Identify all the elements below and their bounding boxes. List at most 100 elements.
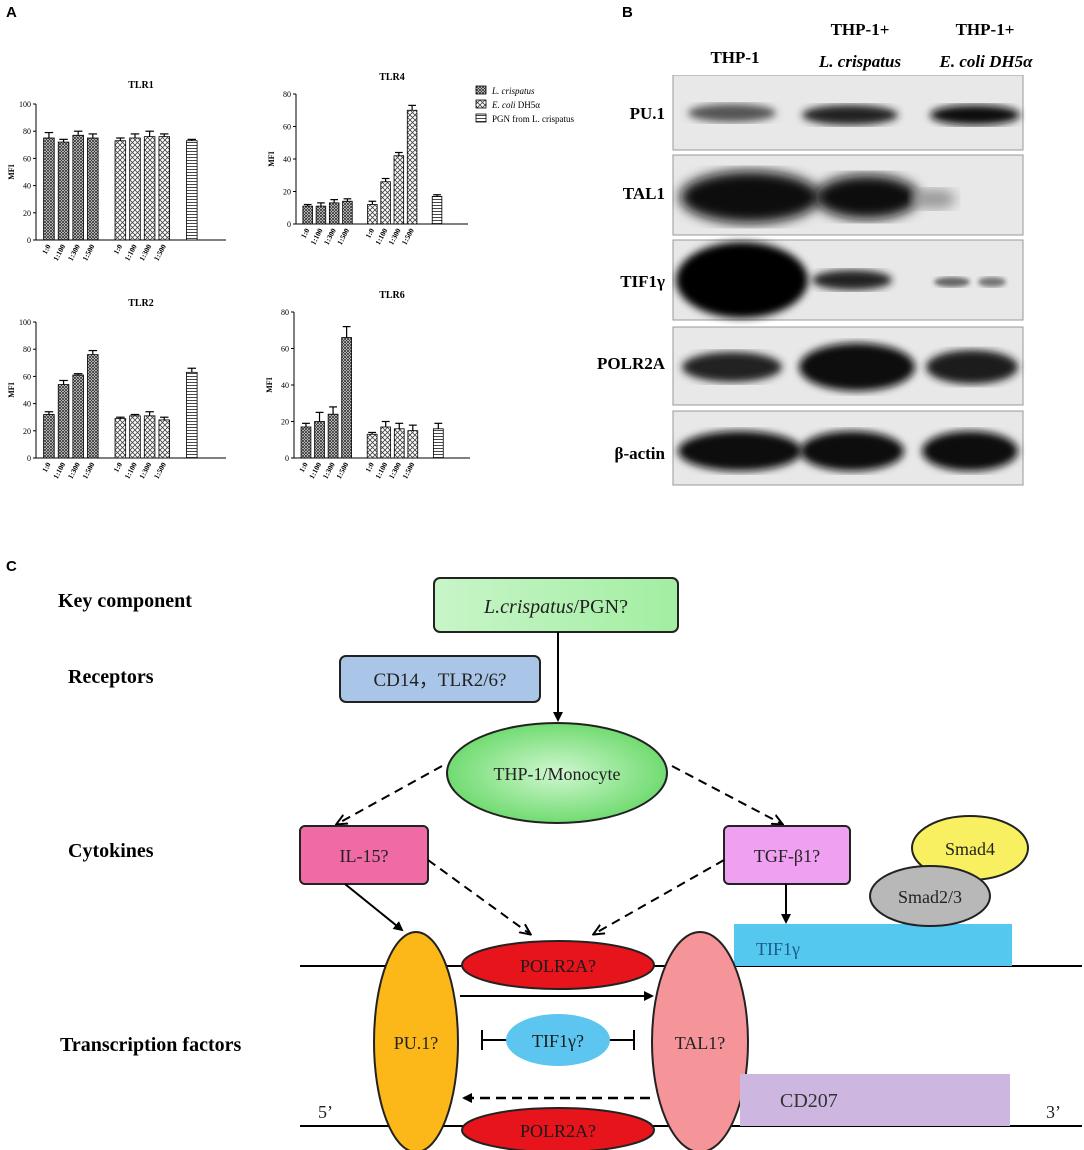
cd207-text: CD207 [780, 1090, 838, 1112]
pu1-ellipse [373, 931, 459, 1150]
bar [431, 195, 443, 225]
y-tick-label: 0 [287, 220, 291, 229]
legend-label-e-coli: E. coli DH5α [491, 100, 540, 110]
bar [129, 415, 141, 459]
y-tick-label: 100 [19, 100, 31, 109]
bar [393, 155, 405, 225]
level-transcription-factors: Transcription factors [60, 1034, 242, 1056]
bar [87, 137, 99, 241]
x-tick-label: 1:300 [66, 460, 82, 480]
bar [302, 205, 313, 225]
blot-strip-actin [672, 410, 1024, 486]
band-polr2a-thp1 [682, 352, 782, 382]
tif1g-ellipse [506, 1014, 610, 1066]
x-tick-label: 1:500 [335, 226, 351, 246]
tal1-text: TAL1? [675, 1033, 726, 1053]
y-tick-label: 40 [23, 182, 31, 191]
x-tick-label: 1:0 [363, 460, 376, 473]
x-tick-label: 1:100 [123, 460, 139, 480]
bar [432, 428, 444, 459]
tif1g-gene-text: TIF1γ [756, 939, 800, 959]
blot-row-tal1-label: TAL1 [622, 184, 665, 203]
y-tick-label: 60 [283, 123, 291, 132]
bar [300, 426, 312, 459]
polr2a-bottom-text: POLR2A? [520, 1121, 596, 1141]
bar [393, 428, 405, 459]
chart-title: TLR4 [379, 72, 405, 83]
band-tif1g-lcrispatus [812, 270, 892, 290]
x-tick-label: 1:300 [137, 460, 153, 480]
il15-text: IL-15? [340, 846, 389, 866]
smad4-text: Smad4 [945, 839, 995, 859]
y-tick-label: 60 [281, 345, 289, 354]
level-key-component: Key component [58, 590, 192, 612]
y-axis-label: MFI [267, 151, 276, 167]
y-tick-label: 80 [23, 345, 31, 354]
y-tick-label: 20 [281, 418, 289, 427]
blot-row-polr2a-label: POLR2A [597, 354, 665, 373]
tif1g-gene-bar [734, 924, 1012, 966]
receptor-box [339, 655, 541, 703]
cell-text: THP-1/Monocyte [494, 764, 621, 784]
tal1-ellipse [651, 931, 749, 1150]
bar [72, 374, 84, 459]
x-tick-label: 1:300 [137, 242, 153, 262]
key-component-box [433, 577, 679, 633]
bar [57, 141, 70, 241]
y-tick-label: 40 [281, 381, 289, 390]
band-actin-thp1 [678, 431, 802, 471]
blot-strip-pu1 [672, 75, 1024, 151]
band-actin-lcrispatus [800, 431, 904, 471]
y-axis-label: MFI [7, 164, 16, 180]
bar [328, 202, 340, 225]
x-tick-label: 1:300 [66, 242, 82, 262]
bar [407, 430, 419, 459]
band-pu1-lcrispatus [802, 105, 898, 125]
y-axis-label: MFI [265, 377, 274, 393]
band-pu1-ecoli [930, 105, 1020, 125]
bar [87, 354, 99, 459]
band-tif1g-ecoli-1 [934, 277, 970, 287]
x-tick-label: 1:0 [363, 226, 376, 239]
five-prime-label: 5’ [318, 1102, 333, 1122]
chart-title: TLR1 [128, 80, 154, 91]
bar [158, 136, 170, 241]
band-tal1-thp1 [680, 171, 820, 223]
x-tick-label: 1:0 [111, 460, 124, 473]
band-tif1g-thp1 [676, 242, 808, 318]
band-tal1-lcrispatus [815, 175, 919, 219]
legend-swatch-pgn [475, 113, 487, 123]
bar [129, 137, 141, 241]
bar [143, 415, 156, 459]
x-tick-label: 1:500 [80, 460, 96, 480]
y-tick-label: 60 [23, 372, 31, 381]
bar [43, 137, 55, 241]
il15-box [299, 825, 429, 885]
arrow-cell-to-il15 [337, 765, 443, 824]
tgfb1-text: TGF-β1? [754, 846, 820, 866]
x-tick-label: 1:100 [123, 242, 139, 262]
y-tick-label: 20 [283, 188, 291, 197]
bar [327, 413, 339, 459]
band-tif1g-ecoli-2 [978, 277, 1006, 287]
x-tick-label: 1:0 [297, 460, 310, 473]
blot-strips [672, 75, 1024, 486]
polr2a-top-ellipse [461, 940, 655, 990]
cell-ellipse [446, 722, 668, 824]
level-cytokines: Cytokines [68, 840, 154, 862]
blot-row-pu1-label: PU.1 [629, 104, 665, 123]
band-actin-ecoli [922, 431, 1018, 471]
x-tick-label: 1:500 [152, 242, 168, 262]
level-receptors: Receptors [68, 666, 154, 688]
y-tick-label: 40 [23, 400, 31, 409]
y-tick-label: 100 [19, 318, 31, 327]
y-tick-label: 80 [281, 308, 289, 317]
bar [314, 421, 325, 459]
bar [366, 433, 378, 459]
chart-legend: L. crispatus E. coli DH5α PGN from L. cr… [475, 85, 574, 124]
panel-label-a: A [6, 4, 17, 21]
chart-title: TLR6 [379, 290, 405, 301]
x-tick-label: 1:0 [40, 460, 53, 473]
